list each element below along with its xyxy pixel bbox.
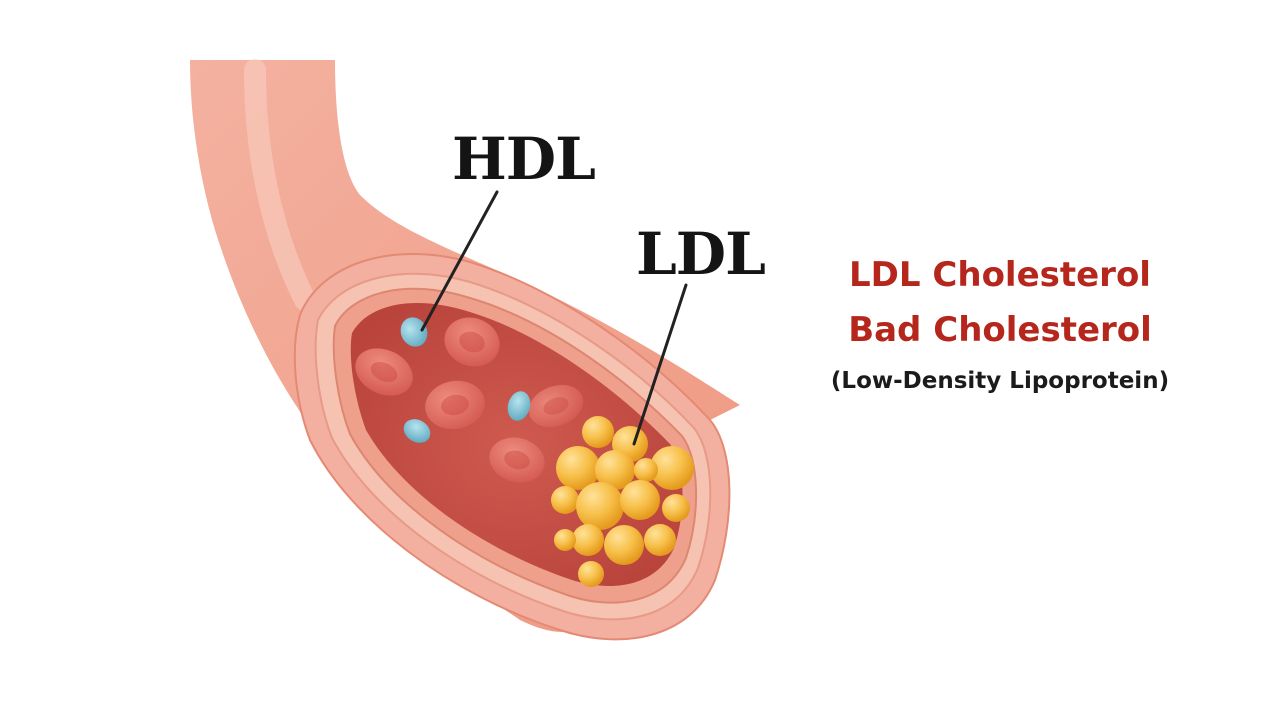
legend-title-ldl-cholesterol: LDL Cholesterol xyxy=(800,248,1200,303)
legend-text-block: LDL Cholesterol Bad Cholesterol (Low-Den… xyxy=(800,248,1200,398)
hdl-label: HDL xyxy=(452,130,595,188)
legend-subtitle: (Low-Density Lipoprotein) xyxy=(800,364,1200,398)
legend-title-bad-cholesterol: Bad Cholesterol xyxy=(800,303,1200,358)
ldl-label: LDL xyxy=(636,225,765,283)
